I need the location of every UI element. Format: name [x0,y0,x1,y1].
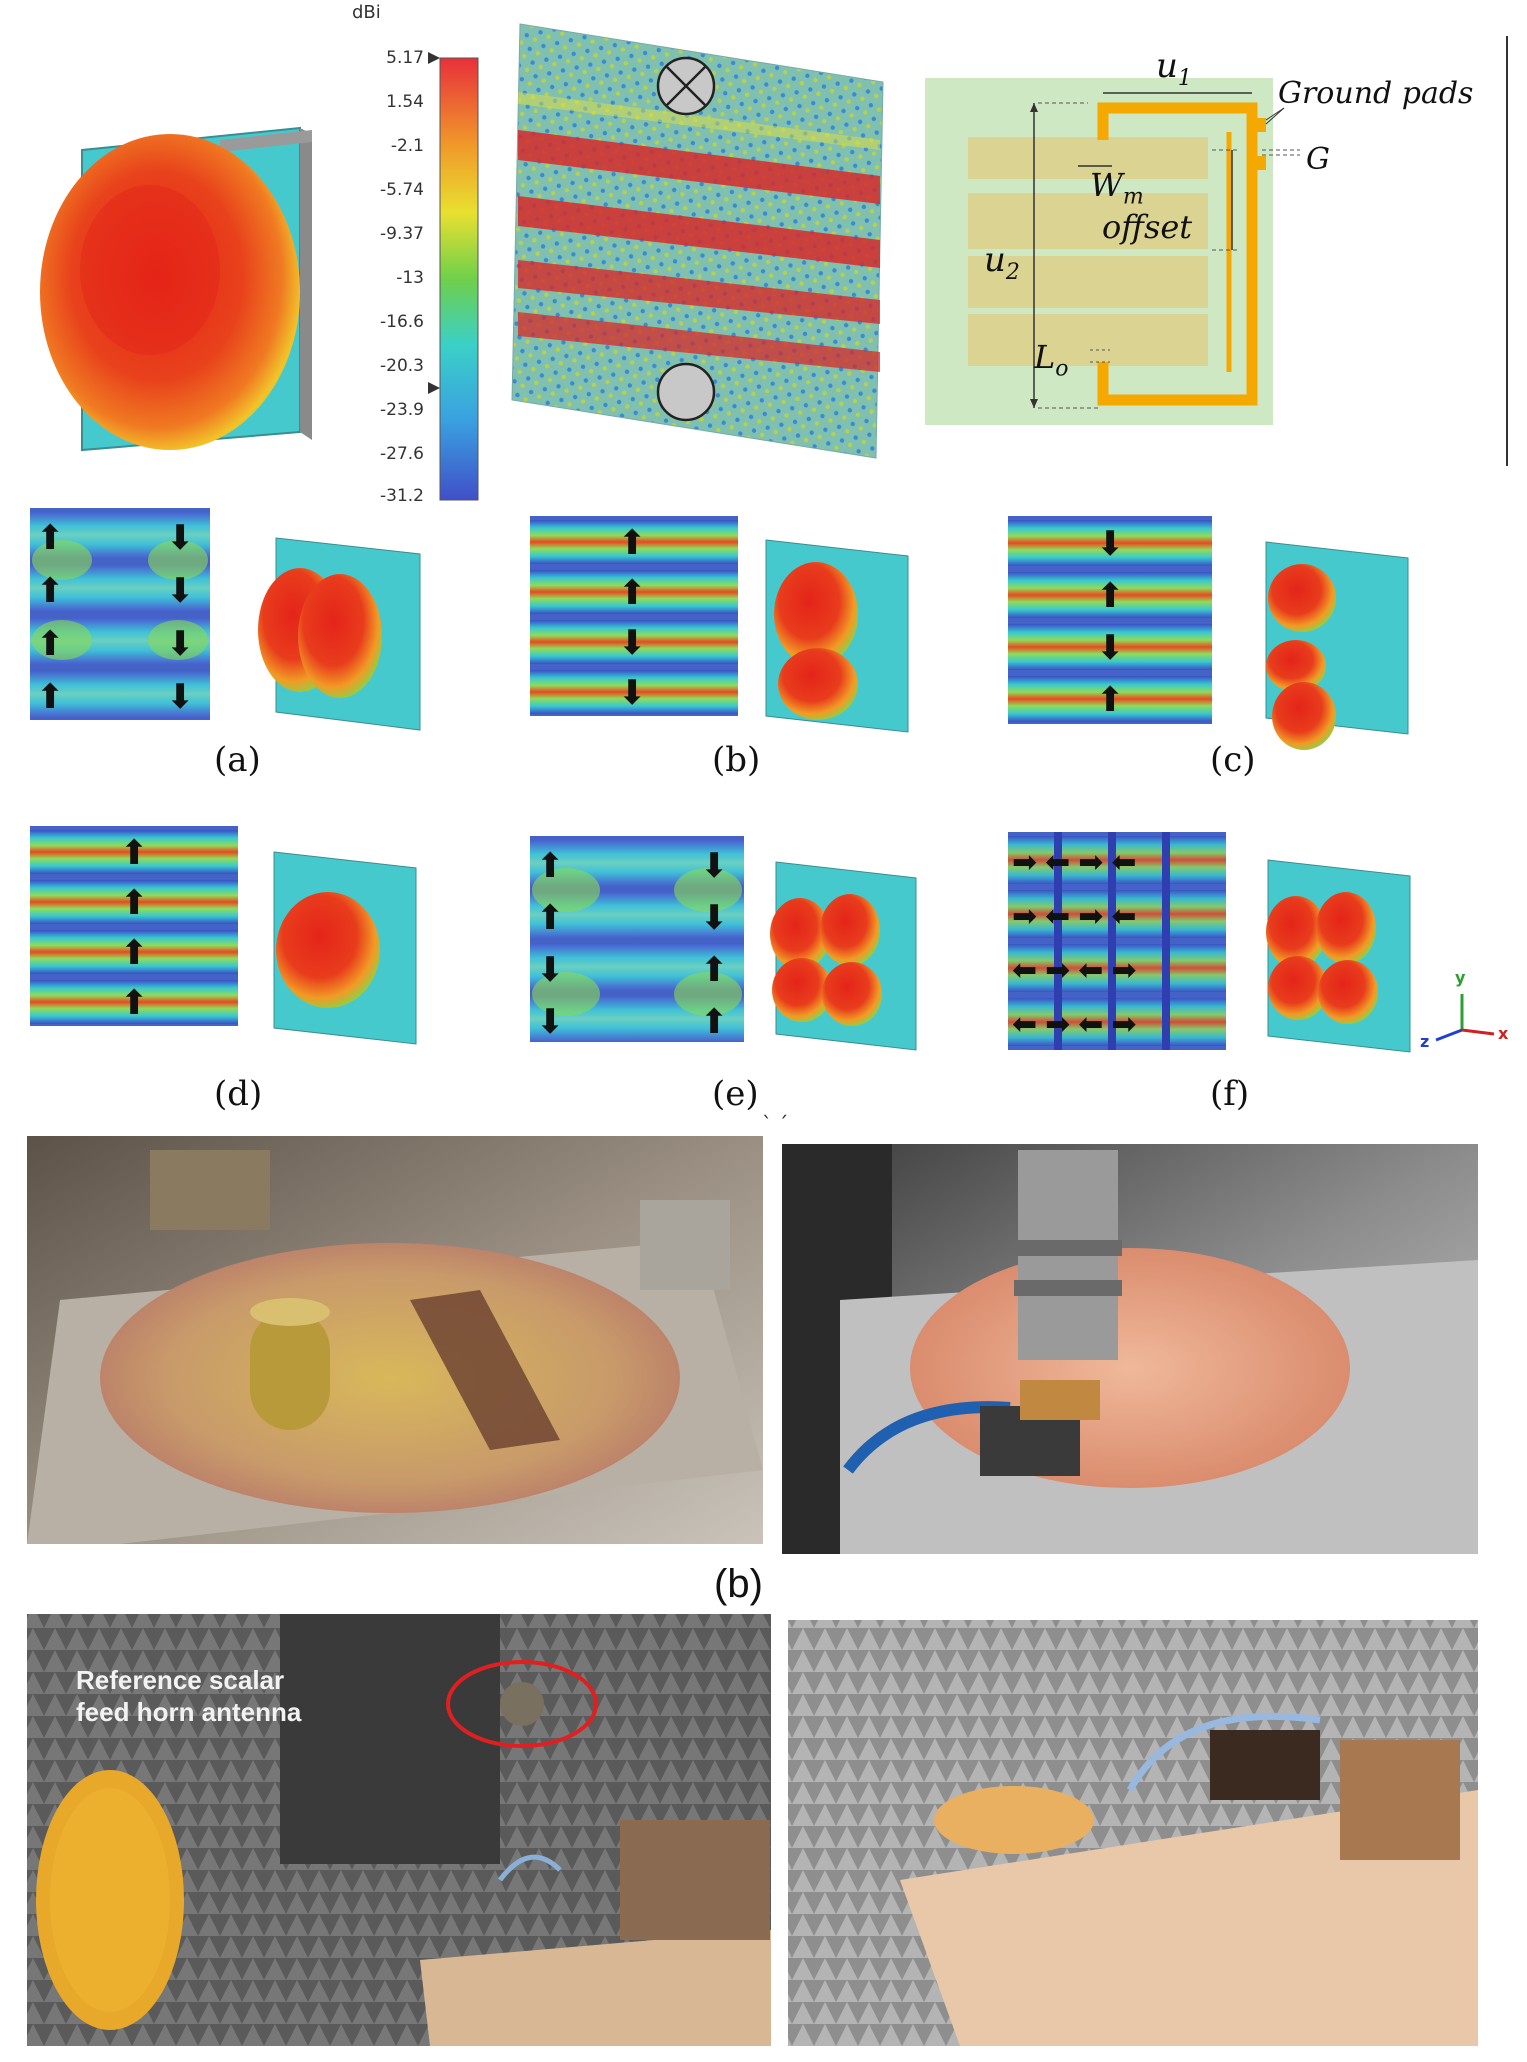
colorbar-tick-7: -20.3 [380,356,424,376]
array-current-plot [511,23,884,459]
out-of-page-marker [656,362,716,422]
caption-f: (f) [1210,1074,1250,1114]
mode-panel-b [530,516,909,733]
colorbar-tick-10: -31.2 [380,486,424,506]
colorbar-tick-3: -5.74 [380,180,424,200]
anechoic-chamber-photo-left [27,1614,771,2046]
label-wm: Wm [1090,166,1144,210]
arrows-c: ⬇⬆⬇⬆ [1096,524,1125,720]
mode-panel-a [30,508,421,731]
colorbar [428,52,479,501]
arrows-f: ➡⬅➡⬅➡⬅➡⬅⬅➡⬅➡⬅➡⬅➡ [1012,845,1145,1042]
label-u1: u1 [1156,46,1192,91]
arrows-e-right: ⬇⬇⬆⬆ [700,846,729,1042]
arrows-d: ⬆⬆⬆⬆ [120,833,149,1023]
colorbar-tick-2: -2.1 [390,136,424,156]
arrows-e-left: ⬆⬆⬇⬇ [536,846,565,1042]
colorbar-tick-9: -27.6 [380,444,424,464]
photo-label-line1: Reference scalar [76,1665,285,1695]
axis-z-label: z [1420,1032,1430,1051]
radiation-pattern-3d [40,126,312,452]
anechoic-chamber-photo-right [788,1620,1478,2046]
into-page-marker [656,56,716,116]
arrows-a-left: ⬆⬆⬆⬆ [36,518,65,717]
axis-x-label: x [1498,1024,1509,1043]
stray-marks: ` ´ [762,1112,789,1136]
mode-panel-c [1008,516,1409,750]
mode-panel-e [530,836,917,1051]
colorbar-tick-5: -13 [396,268,424,288]
label-g: G [1306,142,1330,177]
probe-station-photo-right [782,1144,1478,1554]
photo-label-line2: feed horn antenna [76,1697,302,1727]
axis-y-label: y [1455,968,1466,987]
mode-panel-d [30,826,417,1045]
photo-label: Reference scalar feed horn antenna [76,1664,301,1728]
arrows-a-right: ⬇⬇⬇⬇ [166,518,195,717]
colorbar-tick-4: -9.37 [380,224,424,244]
mode-panel-f [1008,832,1411,1053]
probe-station-photo-left [27,1136,763,1544]
colorbar-tick-8: -23.9 [380,400,424,420]
unit-cell-schematic [925,78,1300,425]
caption-e: (e) [712,1074,759,1114]
caption-photo-b: (b) [714,1562,763,1606]
label-offset: offset [1102,208,1193,246]
colorbar-unit: dBi [352,2,381,23]
colorbar-tick-1: 1.54 [386,92,424,112]
label-ground-pads: Ground pads [1278,76,1474,111]
colorbar-tick-0: 5.17 [386,48,424,68]
caption-b: (b) [712,740,761,780]
label-lo: Lo [1034,338,1069,382]
label-u2: u2 [984,240,1020,285]
caption-a: (a) [214,740,261,780]
caption-c: (c) [1210,740,1256,780]
axis-triad [1435,994,1495,1042]
arrows-b: ⬆⬆⬇⬇ [618,523,647,713]
colorbar-tick-6: -16.6 [380,312,424,332]
caption-d: (d) [214,1074,263,1114]
